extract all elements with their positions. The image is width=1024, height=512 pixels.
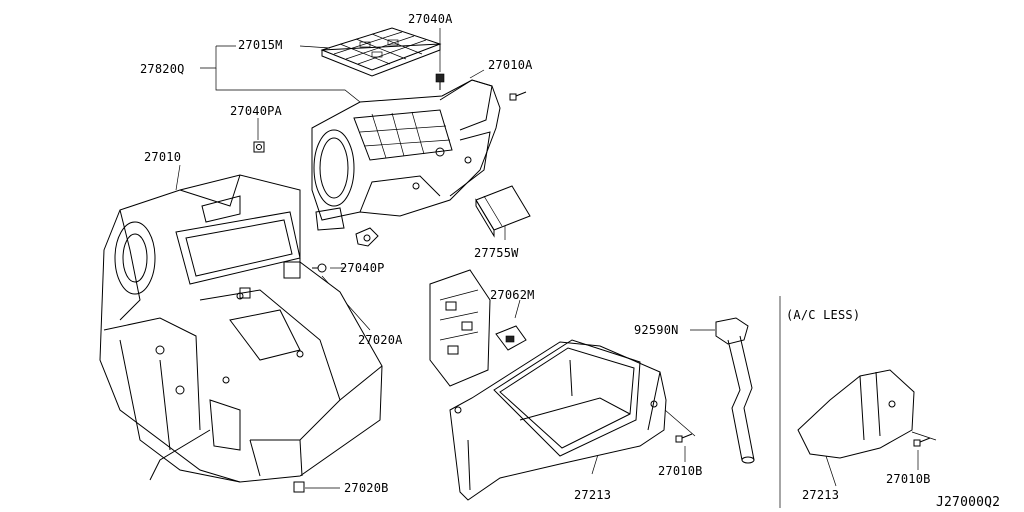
bracket-27062M: [429, 269, 527, 387]
part-label-27010B-acless: 27010B: [886, 472, 931, 486]
part-label-27010: 27010: [144, 150, 182, 164]
screw-27010A: [509, 91, 527, 101]
duct-27213-main: [449, 339, 667, 501]
part-label-27213-acless: 27213: [802, 488, 840, 502]
clip-27040PA: [253, 141, 265, 153]
part-label-27040PA: 27040PA: [230, 104, 282, 118]
part-label-27062M: 27062M: [490, 288, 535, 302]
diagram-code: J27000Q2: [936, 495, 1001, 510]
intake-housing-27820Q: [311, 79, 501, 231]
duct-27213-acless: [797, 369, 915, 459]
module-27755W: [475, 185, 531, 238]
part-label-27040P: 27040P: [340, 261, 385, 275]
part-label-27010A: 27010A: [488, 58, 533, 72]
part-label-27213-main: 27213: [574, 488, 612, 502]
hose-92590N: [715, 317, 755, 464]
clip-27020B: [293, 481, 305, 493]
clip-27040A: [435, 73, 445, 90]
part-label-27040A: 27040A: [408, 12, 453, 26]
clip-27040P: [355, 227, 379, 247]
filter-27015M: [320, 27, 442, 77]
heater-unit-27010: [99, 174, 383, 483]
screw-27010B-main: [675, 433, 693, 443]
section-note-ac-less: (A/C LESS): [786, 308, 861, 322]
part-label-27015M: 27015M: [238, 38, 283, 52]
screw-27010B-acless: [913, 437, 931, 447]
part-label-27820Q: 27820Q: [140, 62, 185, 76]
part-label-27020B: 27020B: [344, 481, 389, 495]
part-label-92590N: 92590N: [634, 323, 679, 337]
part-label-27755W: 27755W: [474, 246, 519, 260]
part-label-27020A: 27020A: [358, 333, 403, 347]
part-label-27010B-main: 27010B: [658, 464, 703, 478]
bolt-27020A: [312, 263, 327, 273]
